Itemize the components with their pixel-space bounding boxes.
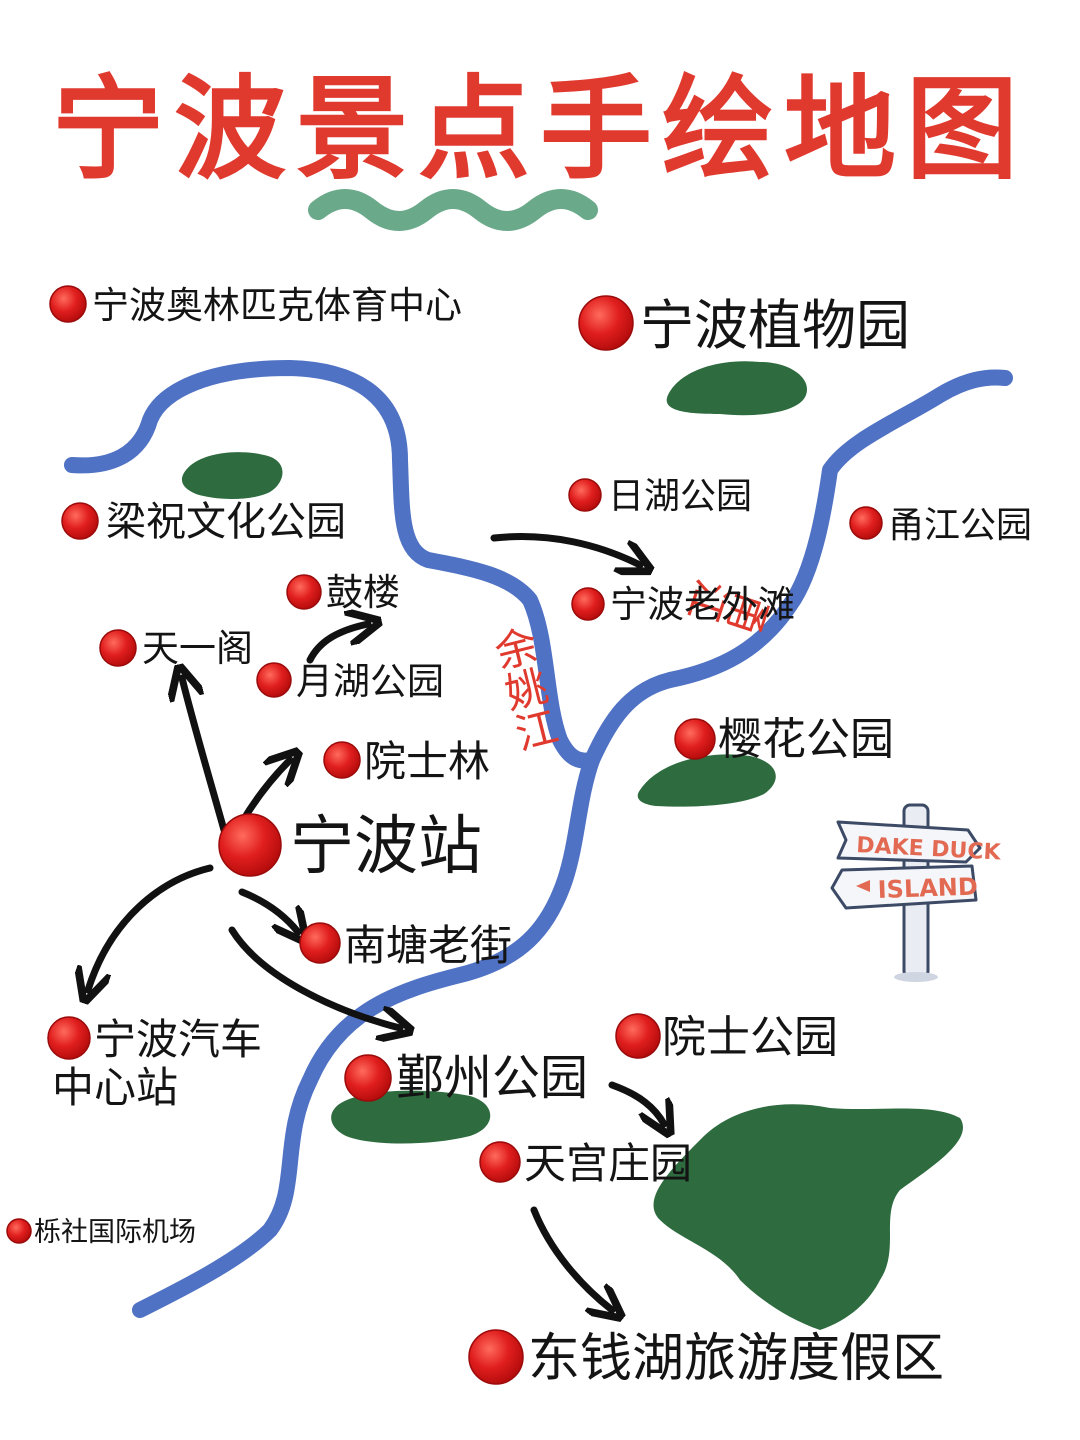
pins — [6, 285, 883, 1385]
arrow-to-gulou — [306, 624, 368, 664]
pin-station — [218, 813, 282, 877]
park-botanical — [666, 361, 807, 416]
label-dongqian: 东钱湖旅游度假区 — [528, 1329, 944, 1389]
label-bus-line1: 宁波汽车 — [94, 1015, 262, 1064]
pin-nantang — [299, 922, 341, 964]
pin-dongqian — [468, 1329, 524, 1385]
label-bus-line2: 中心站 — [52, 1063, 178, 1112]
pin-yuanshi-park — [615, 1013, 661, 1059]
park-dongqian — [653, 1104, 963, 1330]
label-yingyuan: 樱花公园 — [718, 714, 894, 765]
sign-bottom-text: ISLAND — [877, 873, 978, 904]
arrow-to-tiangong — [608, 1081, 664, 1124]
park-yinzhou — [331, 1090, 491, 1144]
label-rihu: 日湖公园 — [608, 476, 752, 517]
pin-bus — [47, 1016, 91, 1060]
route-arrows — [88, 533, 664, 1310]
pin-tianyige — [99, 629, 137, 667]
label-olympic: 宁波奥林匹克体育中心 — [92, 284, 462, 327]
label-yongjiang-park: 甬江公园 — [888, 505, 1032, 546]
label-yinzhou: 鄞州公园 — [396, 1050, 588, 1106]
arrow-to-yuanshilin — [238, 760, 290, 826]
label-yuanshilin: 院士林 — [364, 737, 490, 786]
label-gulou: 鼓楼 — [326, 571, 400, 614]
label-nantang: 南塘老街 — [344, 921, 512, 970]
park-sakura — [637, 754, 776, 807]
wave-decoration — [308, 189, 598, 231]
label-liangzhu: 梁祝文化公园 — [106, 499, 346, 545]
pin-yinzhou — [344, 1054, 392, 1102]
pin-liangzhu — [61, 502, 99, 540]
pin-yuanshilin — [323, 741, 361, 779]
pin-airport — [6, 1218, 32, 1244]
pin-yingyuan — [674, 718, 716, 760]
arrow-to-dongqian — [530, 1206, 612, 1310]
label-airport: 栎社国际机场 — [34, 1217, 196, 1248]
pin-tiangong — [479, 1141, 521, 1183]
label-station: 宁波站 — [290, 810, 482, 884]
river-yuyao — [64, 360, 600, 769]
label-botanical: 宁波植物园 — [640, 294, 910, 357]
pin-botanical — [578, 295, 634, 351]
park-areas — [181, 361, 963, 1330]
arrow-to-nantang — [238, 888, 298, 932]
label-yuanshi-park: 院士公园 — [662, 1012, 838, 1063]
label-yuehu: 月湖公园 — [296, 660, 444, 703]
arrow-to-laowaitan — [490, 533, 640, 565]
pin-rihu — [568, 478, 602, 512]
pin-yuehu — [256, 662, 292, 698]
park-liangzhu — [181, 452, 283, 499]
arrow-to-yinzhou — [228, 926, 400, 1028]
pin-olympic — [49, 285, 87, 323]
page-title: 宁波景点手绘地图 — [52, 65, 1028, 195]
pin-yongjiang-park — [849, 506, 883, 540]
label-laowaitan: 宁波老外滩 — [610, 583, 795, 626]
river-yong — [584, 369, 1013, 768]
arrow-to-tianyige — [182, 678, 228, 834]
pin-laowaitan — [571, 587, 605, 621]
signpost-icon: DAKE DUCK ISLAND — [830, 803, 1002, 982]
label-tianyige: 天一阁 — [142, 627, 253, 670]
pin-gulou — [286, 574, 322, 610]
arrow-to-bus — [88, 864, 214, 990]
place-labels: 宁波奥林匹克体育中心 宁波植物园 梁祝文化公园 日湖公园 甬江公园 鼓楼 宁波老… — [34, 284, 1032, 1389]
label-tiangong: 天宫庄园 — [524, 1139, 692, 1188]
